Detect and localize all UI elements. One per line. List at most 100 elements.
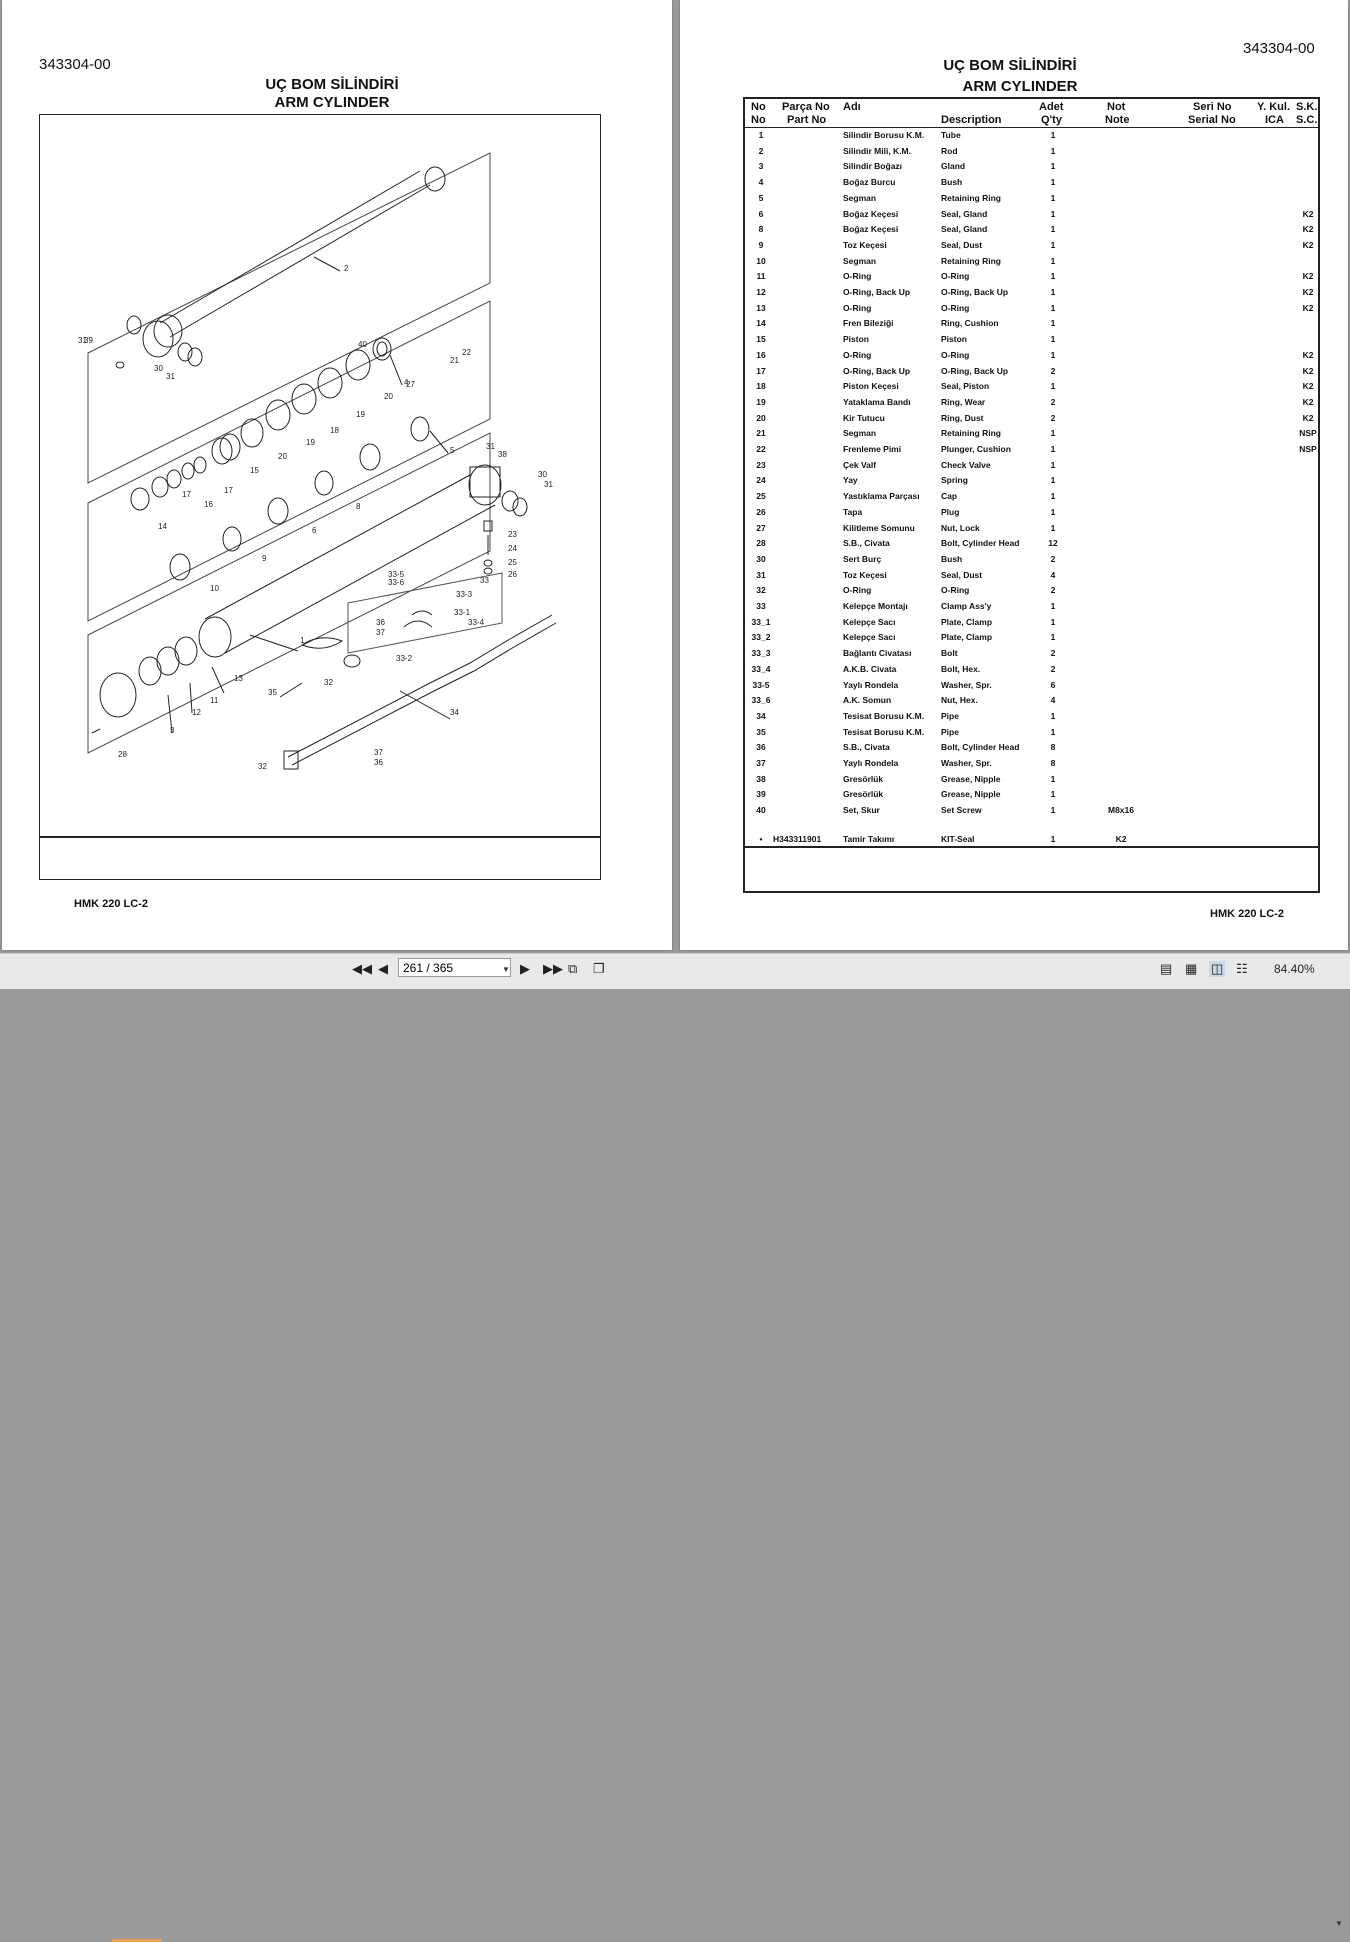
cell-no: 31 bbox=[756, 569, 766, 580]
header-adi: Adı bbox=[843, 101, 861, 113]
doc-number: 343304-00 bbox=[1243, 40, 1315, 57]
cell-part: H343311901 bbox=[773, 834, 822, 844]
callout-label: 14 bbox=[158, 522, 167, 531]
cell-no: 5 bbox=[758, 192, 764, 203]
page-dropdown-icon[interactable]: ▼ bbox=[502, 965, 510, 974]
cell-qty: 4 bbox=[1050, 695, 1056, 706]
cell-no: 33_2 bbox=[751, 632, 771, 643]
cell-adi: Gresörlük bbox=[843, 773, 884, 784]
callout-label: 15 bbox=[250, 466, 259, 475]
cell-no: 27 bbox=[756, 522, 766, 533]
cell-sc: NSP bbox=[1299, 444, 1317, 454]
callout-label: 24 bbox=[508, 544, 517, 553]
cell-no: 24 bbox=[756, 475, 766, 486]
rotate-view-icon[interactable]: ⧉ bbox=[568, 961, 578, 976]
cell-no: 8 bbox=[758, 224, 764, 235]
callout-label: 36 bbox=[374, 758, 383, 767]
cell-desc: O-Ring bbox=[941, 302, 970, 313]
cell-qty: 12 bbox=[1048, 538, 1058, 549]
cell-no: 34 bbox=[756, 710, 766, 721]
cell-qty: 2 bbox=[1050, 365, 1056, 376]
title-en: ARM CYLINDER bbox=[962, 78, 1078, 95]
cell-no: 4 bbox=[758, 177, 764, 188]
cell-adi: Boğaz Burcu bbox=[843, 177, 896, 188]
header-no-en: No bbox=[751, 114, 766, 126]
cell-desc: Pipe bbox=[941, 726, 959, 737]
next-page-icon[interactable]: ▶ bbox=[520, 961, 530, 976]
callout-label: 39 bbox=[84, 336, 93, 345]
callout-label: 16 bbox=[204, 500, 213, 509]
page-number-input[interactable] bbox=[398, 958, 511, 977]
callout-label: 17 bbox=[182, 490, 191, 499]
cell-no: 9 bbox=[758, 239, 764, 250]
cell-desc: Check Valve bbox=[941, 459, 991, 470]
cell-desc: Retaining Ring bbox=[941, 255, 1001, 266]
cell-desc: Grease, Nipple bbox=[941, 773, 1001, 784]
cell-qty: 1 bbox=[1050, 239, 1056, 250]
cell-desc: O-Ring bbox=[941, 349, 970, 360]
callout-label: 33 bbox=[480, 576, 489, 585]
callout-label: 9 bbox=[262, 554, 267, 563]
cell-sc: K2 bbox=[1302, 224, 1314, 235]
last-page-icon[interactable]: ▶▶ bbox=[543, 961, 563, 976]
cell-qty: 1 bbox=[1050, 130, 1056, 140]
callout-label: 22 bbox=[462, 348, 471, 357]
callout-label: 3 bbox=[170, 726, 175, 735]
compare-view-icon[interactable]: ❐ bbox=[593, 961, 605, 976]
cell-adi: Silindir Borusu K.M. bbox=[843, 130, 925, 140]
cell-no: 40 bbox=[756, 805, 766, 816]
cell-no: 14 bbox=[756, 318, 766, 329]
cell-qty: 2 bbox=[1050, 663, 1056, 674]
cell-no: 35 bbox=[756, 726, 766, 737]
cell-note: M8x16 bbox=[1108, 805, 1134, 816]
header-part-tr: Parça No bbox=[782, 101, 830, 113]
continuous-view-icon[interactable]: ▦ bbox=[1185, 961, 1198, 976]
header-serial-tr: Seri No bbox=[1193, 101, 1232, 113]
single-page-view-icon[interactable]: ▤ bbox=[1160, 961, 1173, 976]
cell-qty: 1 bbox=[1050, 334, 1056, 345]
cell-sc: K2 bbox=[1302, 271, 1314, 282]
zoom-level[interactable]: 84.40% bbox=[1274, 962, 1315, 976]
cell-adi: Fren Bileziği bbox=[843, 318, 894, 329]
zoom-dropdown-icon[interactable]: ▼ bbox=[1335, 1919, 1343, 1928]
cell-adi: Kilitleme Somunu bbox=[843, 522, 915, 533]
cell-adi: S.B., Civata bbox=[843, 538, 890, 549]
cell-adi: O-Ring bbox=[843, 585, 872, 596]
prev-page-icon[interactable]: ◀ bbox=[378, 961, 388, 976]
cell-adi: O-Ring, Back Up bbox=[843, 365, 911, 376]
cell-no: • bbox=[759, 834, 763, 844]
header-part-en: Part No bbox=[787, 114, 827, 126]
cell-no: 2 bbox=[758, 145, 764, 156]
cell-desc: O-Ring bbox=[941, 271, 970, 282]
header-sc-tr: S.K. bbox=[1296, 101, 1318, 113]
cell-sc: NSP bbox=[1299, 428, 1317, 439]
callout-label: 31 bbox=[544, 480, 553, 489]
cell-no: 30 bbox=[756, 553, 766, 564]
two-page-continuous-icon[interactable]: ☷ bbox=[1236, 961, 1248, 976]
cell-adi: Kelepçe Sacı bbox=[843, 616, 896, 627]
first-page-icon[interactable]: ◀◀ bbox=[352, 961, 372, 976]
cell-adi: Yataklama Bandı bbox=[843, 396, 911, 407]
cell-qty: 1 bbox=[1050, 459, 1056, 470]
cell-no: 1 bbox=[758, 130, 764, 140]
cell-qty: 1 bbox=[1050, 616, 1056, 627]
callout-label: 33-6 bbox=[388, 578, 405, 587]
callout-label: 30 bbox=[538, 470, 547, 479]
cell-adi: Segman bbox=[843, 428, 877, 439]
cell-qty: 1 bbox=[1050, 632, 1056, 643]
cell-desc: Rod bbox=[941, 145, 958, 156]
callout-label: 34 bbox=[450, 708, 459, 717]
two-page-view-icon[interactable]: ◫ bbox=[1209, 961, 1226, 977]
